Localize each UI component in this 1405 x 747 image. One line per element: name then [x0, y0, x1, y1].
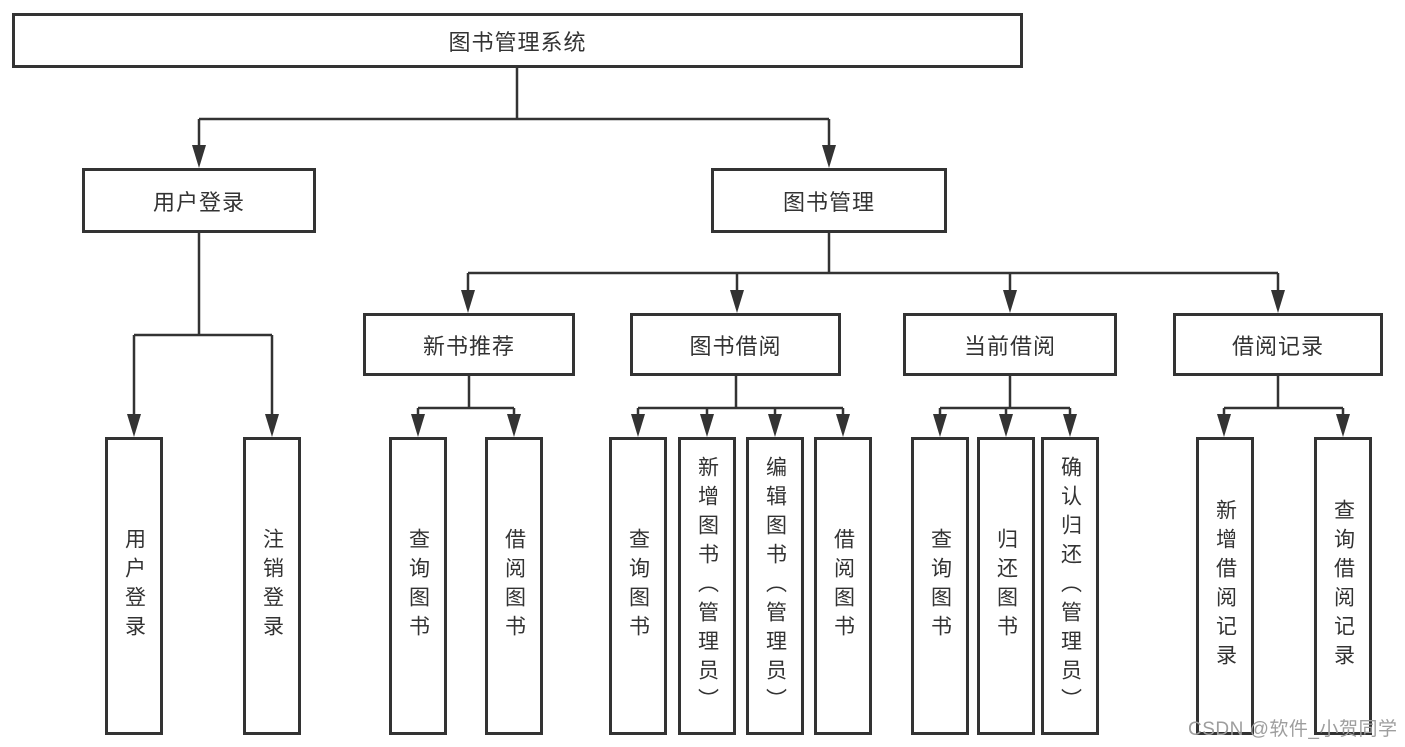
node-label: 借阅图书 — [831, 528, 855, 644]
node-book-borrow: 图书借阅 — [630, 313, 841, 376]
leaf-borrow-books-recommend: 借阅图书 — [485, 437, 543, 735]
leaf-query-books-current: 查询图书 — [911, 437, 969, 735]
node-label: 用户登录 — [152, 189, 245, 215]
leaf-return-books: 归还图书 — [977, 437, 1035, 735]
csdn-watermark: CSDN @软件_小贺同学 — [1188, 719, 1398, 740]
leaf-edit-books-admin: 编辑图书（管理员） — [746, 437, 804, 735]
node-label: 查询图书 — [626, 528, 650, 644]
node-label: 新增图书（管理员） — [695, 455, 719, 717]
leaf-add-books-admin: 新增图书（管理员） — [678, 437, 736, 735]
leaf-borrow-books: 借阅图书 — [814, 437, 872, 735]
leaf-query-borrow-record: 查询借阅记录 — [1314, 437, 1372, 735]
node-label: 新书推荐 — [422, 333, 515, 359]
node-label: 注销登录 — [260, 528, 284, 644]
node-borrow-records: 借阅记录 — [1173, 313, 1383, 376]
node-label: 图书管理系统 — [448, 29, 587, 55]
node-label: 编辑图书（管理员） — [763, 455, 787, 717]
node-library-management-system: 图书管理系统 — [12, 13, 1023, 68]
arrowheads — [127, 145, 1350, 437]
node-label: 借阅记录 — [1231, 333, 1324, 359]
leaf-query-books-borrow: 查询图书 — [609, 437, 667, 735]
node-label: 查询图书 — [928, 528, 952, 644]
node-label: 图书借阅 — [689, 333, 782, 359]
leaf-confirm-return-admin: 确认归还（管理员） — [1041, 437, 1099, 735]
node-label: 确认归还（管理员） — [1058, 455, 1082, 717]
node-new-book-recommend: 新书推荐 — [363, 313, 575, 376]
node-book-management: 图书管理 — [711, 168, 947, 233]
node-current-borrow: 当前借阅 — [903, 313, 1117, 376]
node-label: 新增借阅记录 — [1213, 499, 1237, 673]
node-label: 图书管理 — [782, 189, 875, 215]
leaf-user-login: 用户登录 — [105, 437, 163, 735]
leaf-query-books-recommend: 查询图书 — [389, 437, 447, 735]
node-label: 归还图书 — [994, 528, 1018, 644]
leaf-logout: 注销登录 — [243, 437, 301, 735]
node-user-login: 用户登录 — [82, 168, 316, 233]
node-label: 当前借阅 — [963, 333, 1056, 359]
node-label: 查询借阅记录 — [1331, 499, 1355, 673]
node-label: 借阅图书 — [502, 528, 526, 644]
leaf-add-borrow-record: 新增借阅记录 — [1196, 437, 1254, 735]
node-label: 用户登录 — [122, 528, 146, 644]
node-label: 查询图书 — [406, 528, 430, 644]
